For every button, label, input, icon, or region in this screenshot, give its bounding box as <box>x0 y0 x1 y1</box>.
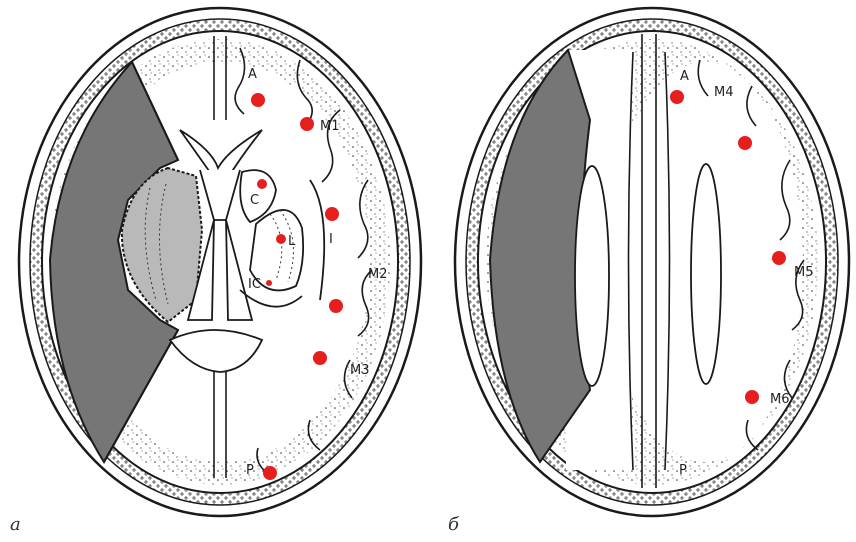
label-P: P <box>246 463 254 478</box>
label-P-b: P <box>679 463 687 478</box>
point-M4-b <box>738 136 752 150</box>
panel-caption-a: а <box>10 514 21 535</box>
point-C <box>257 179 267 189</box>
point-A-b <box>670 90 684 104</box>
panel-b: A M4 M5 M6 P б <box>448 8 849 535</box>
label-A: A <box>248 67 257 82</box>
point-M1 <box>300 117 314 131</box>
point-M3 <box>313 351 327 365</box>
point-M6-b <box>745 390 759 404</box>
point-P <box>263 466 277 480</box>
point-IC <box>266 280 272 286</box>
label-A-b: A <box>680 69 689 84</box>
label-IC: IC <box>248 277 261 292</box>
point-L <box>276 234 286 244</box>
label-C: C <box>250 193 259 208</box>
label-M1: M1 <box>320 119 340 134</box>
point-M5-b <box>772 251 786 265</box>
point-M2 <box>329 299 343 313</box>
label-M6-b: M6 <box>770 392 790 407</box>
label-M4-b: M4 <box>714 85 734 100</box>
ventricle-left-b <box>575 166 609 386</box>
label-I: I <box>329 232 333 247</box>
label-M2: M2 <box>368 267 388 282</box>
panel-a: A M1 C I L IC M2 M3 P а <box>10 8 421 535</box>
point-A <box>251 93 265 107</box>
label-M5-b: M5 <box>794 265 814 280</box>
label-L: L <box>288 234 296 249</box>
point-I <box>325 207 339 221</box>
ventricle-right-b <box>691 164 721 384</box>
label-M3: M3 <box>350 363 370 378</box>
panel-caption-b: б <box>448 514 460 535</box>
